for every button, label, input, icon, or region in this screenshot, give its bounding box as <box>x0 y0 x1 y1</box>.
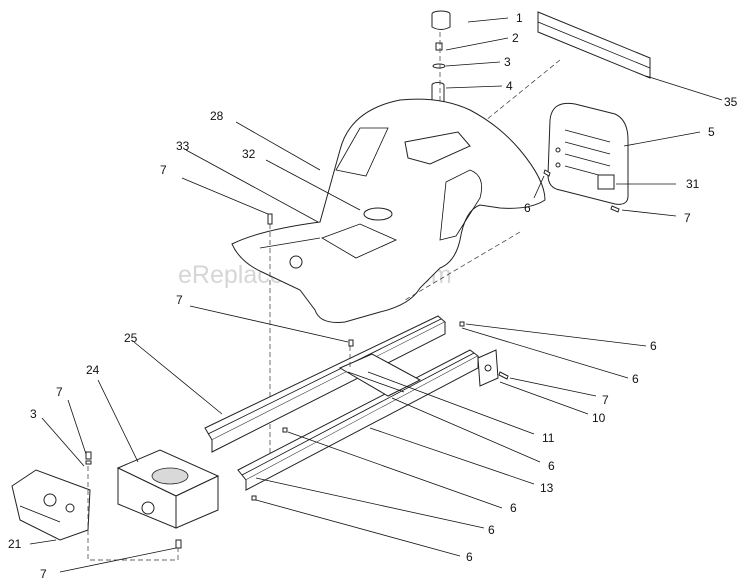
part-bracket-screw <box>498 371 509 380</box>
callout-3: 3 <box>504 55 511 69</box>
callout-7-upper: 7 <box>160 163 167 177</box>
callout-3-left: 3 <box>30 407 37 421</box>
part-rear-rail <box>537 11 651 79</box>
callout-21: 21 <box>8 537 22 551</box>
callout-11: 11 <box>542 431 555 445</box>
part-front-bracket <box>11 469 91 541</box>
callout-33: 33 <box>176 139 190 153</box>
callout-25: 25 <box>124 331 138 345</box>
callout-1: 1 <box>516 11 523 25</box>
callout-7-bottom: 7 <box>40 567 47 581</box>
callout-6-right-2: 6 <box>632 372 639 386</box>
callout-35: 35 <box>724 95 738 109</box>
part-decal <box>597 174 615 190</box>
callout-4: 4 <box>506 79 513 93</box>
part-knob <box>431 10 451 30</box>
callout-6-lower-2: 6 <box>488 523 495 537</box>
callout-6-right: 6 <box>650 339 657 353</box>
assembly-line-rail <box>479 59 561 126</box>
callout-32: 32 <box>242 147 256 161</box>
assembly-line-shield <box>404 231 521 301</box>
part-frame-rail-left <box>204 315 446 453</box>
leader-lines <box>29 17 723 573</box>
callout-6-shield: 6 <box>524 201 531 215</box>
callout-7-shield: 7 <box>684 211 691 225</box>
callout-6-mid: 6 <box>548 459 555 473</box>
callout-10: 10 <box>592 411 606 425</box>
callout-13: 13 <box>540 481 554 495</box>
part-lower-screws <box>85 321 465 549</box>
callout-31: 31 <box>686 177 700 191</box>
callout-5: 5 <box>708 125 715 139</box>
part-fastener-top <box>432 42 446 69</box>
assembly-line-front <box>87 466 179 561</box>
callout-24: 24 <box>86 363 100 377</box>
callout-6-bottom: 6 <box>466 550 473 564</box>
callout-7-left: 7 <box>56 385 63 399</box>
part-bracket <box>477 349 499 387</box>
part-shield-screws <box>543 169 620 213</box>
callout-6-lower: 6 <box>510 501 517 515</box>
callout-7-bracket: 7 <box>602 393 609 407</box>
part-fender-body <box>231 98 546 323</box>
part-rear-shield <box>547 102 629 205</box>
callout-28: 28 <box>210 109 224 123</box>
part-mount-box <box>116 449 220 529</box>
callout-2: 2 <box>512 31 519 45</box>
part-cross-member <box>338 353 422 397</box>
part-fender-screw <box>267 213 273 225</box>
callout-7-mid: 7 <box>176 293 183 307</box>
